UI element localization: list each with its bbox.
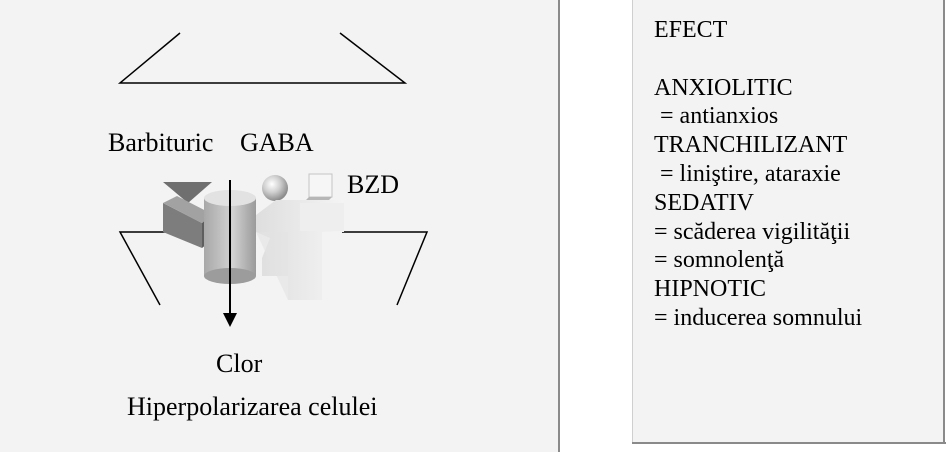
receptor-diagram [117,32,429,327]
effect-tranchilizant-definition: = liniştire, ataraxie [654,160,841,187]
effect-anxiolitic-definition: = antianxios [654,103,779,130]
effect-hipnotic-definition: = inducerea somnului [654,304,863,331]
effect-sedativ-definition-2: = somnolenţă [654,247,785,274]
gaba-sphere-icon [262,175,288,201]
membrane-outline-top [117,32,408,84]
left-panel-divider [558,0,560,452]
label-gaba: GABA [240,128,314,157]
receptor-subunit-block [256,200,344,300]
effects-heading: EFECT [654,17,728,43]
membrane-outline-bottom-right [342,231,429,306]
effect-anxiolitic: ANXIOLITIC [654,74,793,101]
effect-hipnotic: HIPNOTIC [654,276,766,303]
right-panel-left-border [632,0,633,444]
label-clor: Clor [216,349,263,378]
chloride-flow-arrow [223,180,237,327]
label-barbituric: Barbituric [108,128,214,157]
label-hyperpolarization: Hiperpolarizarea celulei [127,392,378,421]
effects-list: EFECT ANXIOLITIC = antianxios TRANCHILIZ… [654,16,862,333]
label-bzd: BZD [347,170,399,199]
effect-sedativ: SEDATIV [654,189,754,216]
right-panel-bottom-border [632,442,946,444]
right-panel-right-border [943,0,945,444]
bzd-square-icon [306,173,333,200]
effect-sedativ-definition-1: = scăderea vigilităţii [654,218,851,245]
effects-spacer [654,45,862,74]
effect-tranchilizant: TRANCHILIZANT [654,132,848,159]
effects-panel [632,0,944,444]
